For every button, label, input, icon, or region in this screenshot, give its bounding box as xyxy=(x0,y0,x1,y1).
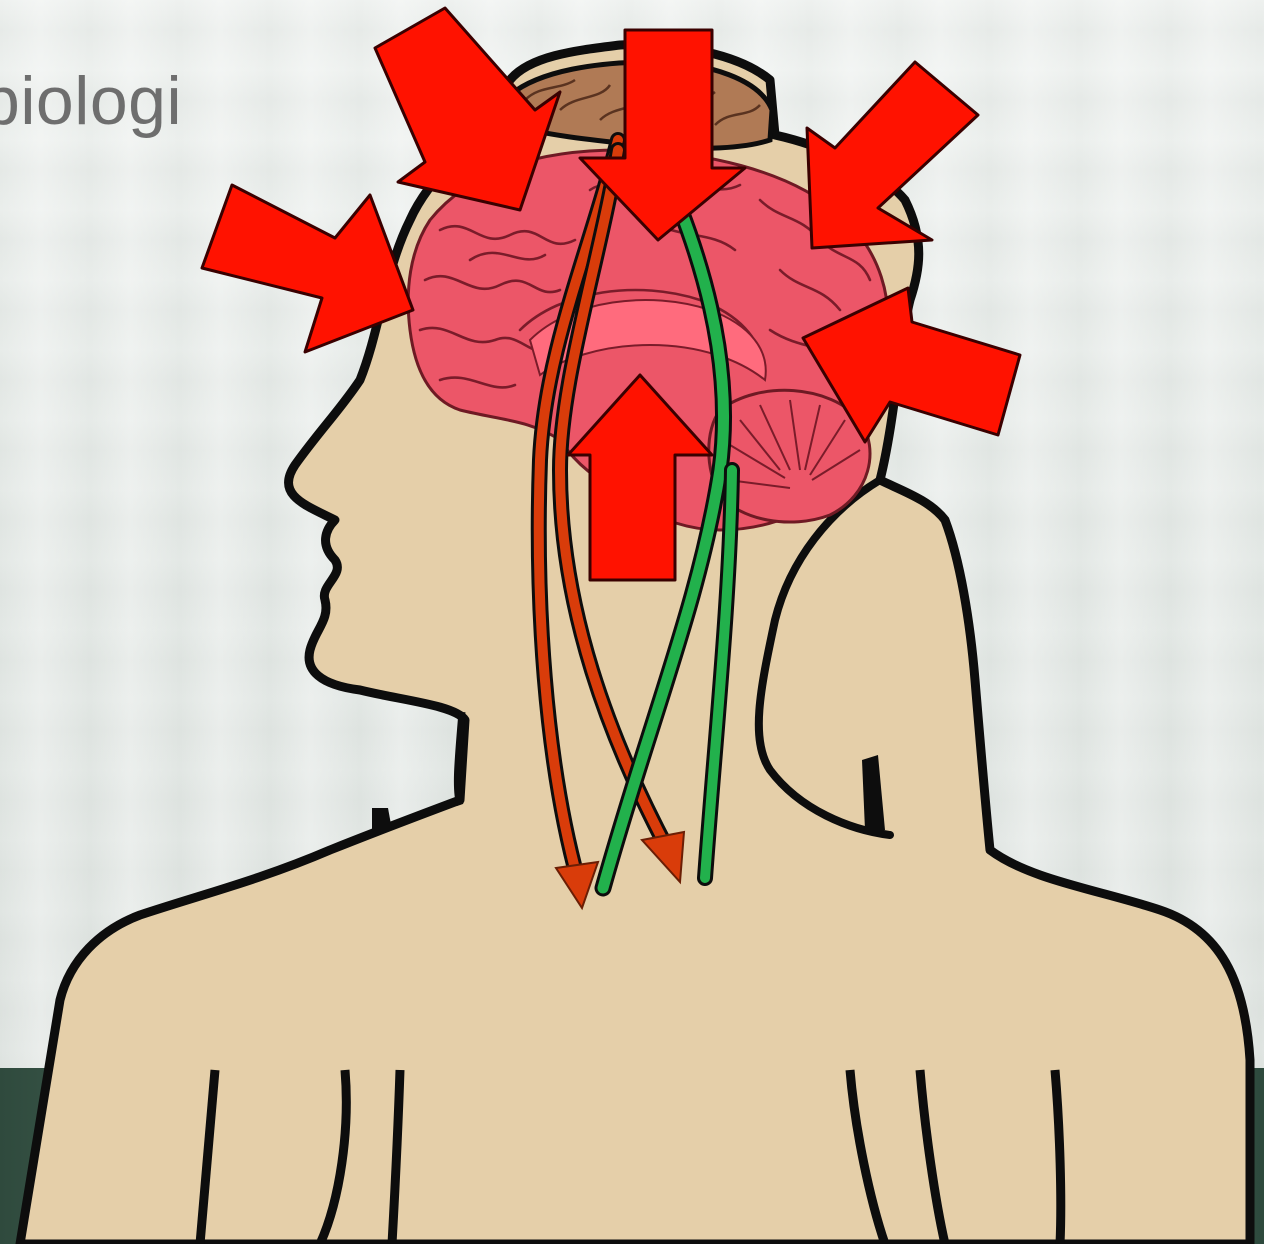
collar-mark xyxy=(372,808,392,830)
pressure-arrow-top-right xyxy=(807,62,978,248)
